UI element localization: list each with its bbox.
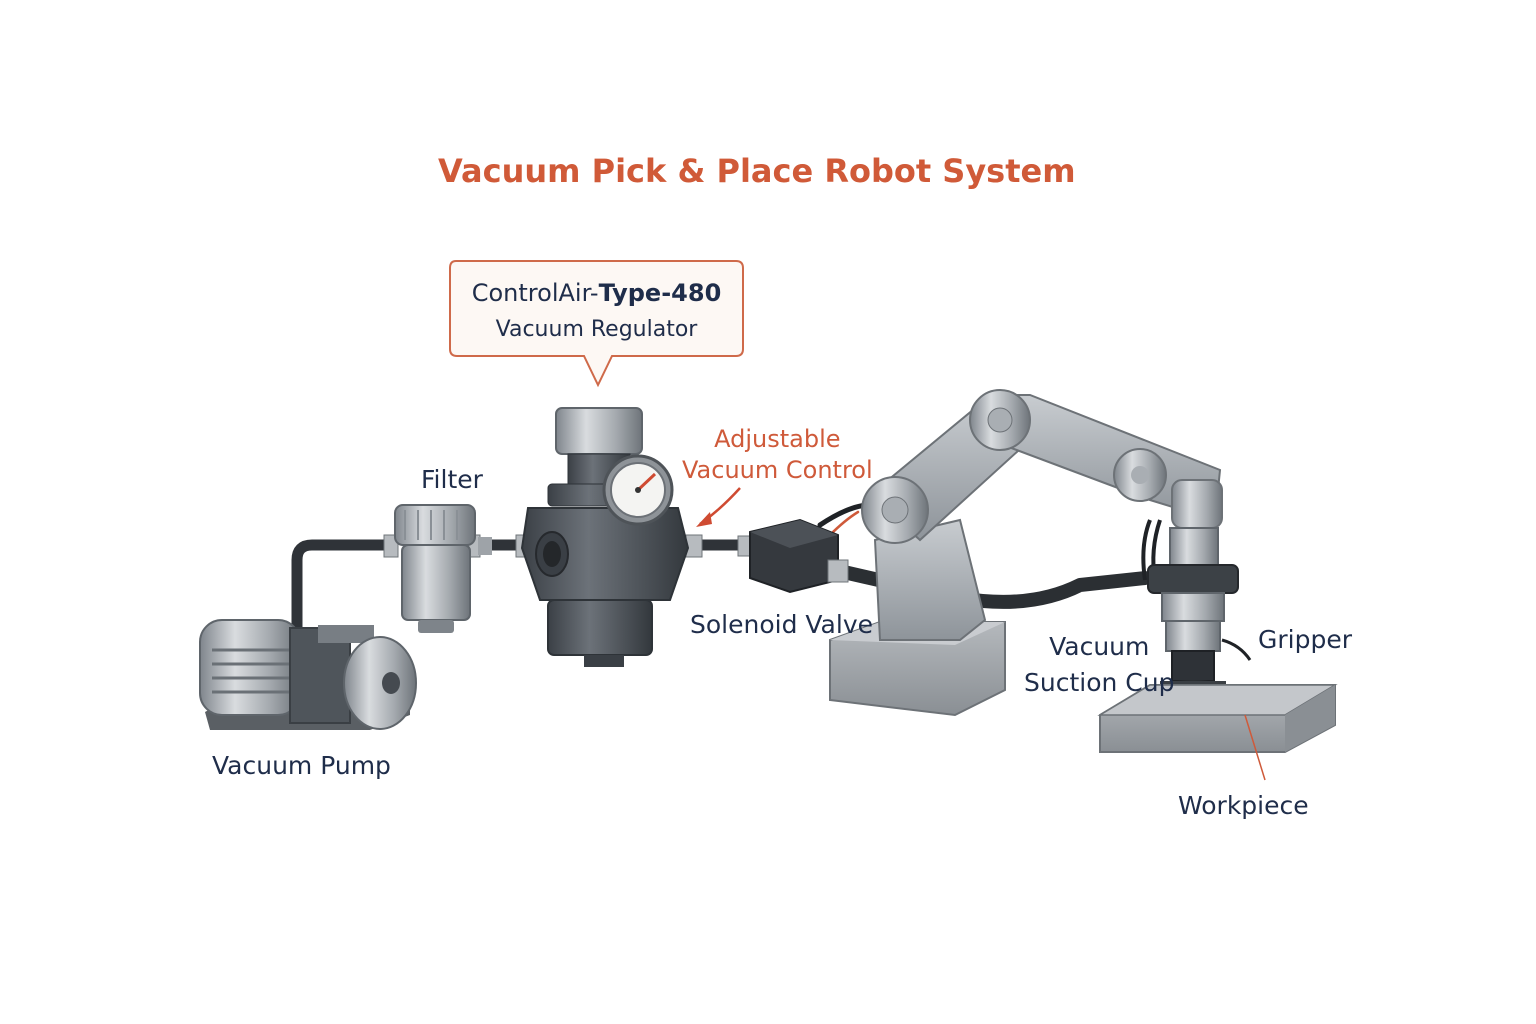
callout-brand: ControlAir- — [471, 279, 599, 307]
callout-product: Vacuum Regulator — [495, 317, 698, 342]
filter-label: Filter — [421, 465, 483, 494]
annotation-line-2: Vacuum Control — [682, 456, 873, 484]
regulator-callout: ControlAir-Type-480 Vacuum Regulator — [450, 261, 743, 356]
robot-arm-illustration — [829, 389, 1223, 717]
callout-model-line: ControlAir-Type-480 — [450, 279, 743, 307]
suction-cup-label: Vacuum Suction Cup — [1024, 629, 1174, 701]
solenoid-valve-illustration — [737, 518, 849, 594]
workpiece-label: Workpiece — [1178, 791, 1309, 820]
adjustable-vacuum-control-label: Adjustable Vacuum Control — [682, 424, 873, 486]
solenoid-valve-label: Solenoid Valve — [690, 610, 873, 639]
vacuum-pump-illustration — [199, 619, 417, 730]
adjustable-control-arrow — [696, 487, 741, 527]
suction-cup-label-line-2: Suction Cup — [1024, 668, 1175, 697]
diagram-title: Vacuum Pick & Place Robot System — [438, 152, 1076, 190]
callout-model: Type-480 — [598, 279, 722, 307]
vacuum-regulator-illustration — [515, 407, 703, 667]
callout-bubble — [449, 260, 744, 388]
suction-cup-label-line-1: Vacuum — [1049, 632, 1150, 661]
filter-illustration — [383, 504, 492, 633]
gripper-label: Gripper — [1258, 625, 1352, 654]
vacuum-pump-label: Vacuum Pump — [212, 751, 391, 780]
workpiece-illustration — [1097, 684, 1338, 781]
annotation-line-1: Adjustable — [714, 425, 841, 453]
